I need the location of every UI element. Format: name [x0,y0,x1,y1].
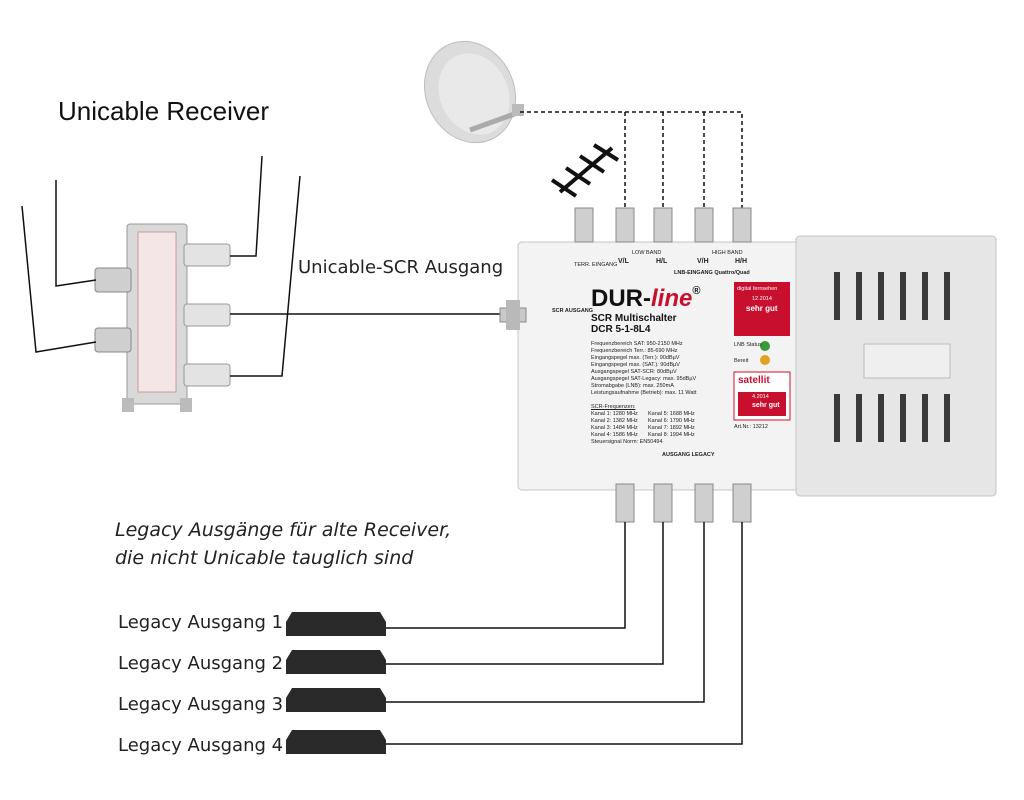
brand-logo: DUR-line® [591,285,700,313]
legacy-output-3-label: Legacy Ausgang 3 [118,694,284,715]
dish-feed-cables [520,111,743,208]
badge2-title: satellit [738,375,770,386]
legacy-note-line1: Legacy Ausgänge für alte Receiver, [115,519,452,541]
article-number: Art.Nr.: 13212 [734,424,768,430]
badge2-date: 4.2014 [752,394,769,400]
legacy-output-4-label: Legacy Ausgang 4 [118,735,284,756]
badge1-title: digital fernsehen [737,286,778,292]
channel-5: Kanal 5: 1688 MHz [648,411,695,417]
legacy-note: Legacy Ausgänge für alte Receiver, die n… [115,516,451,572]
spec-row-2: Eingangspegel max. (Terr.): 90dBµV [591,355,680,361]
spec-row-0: Frequenzbereich SAT: 950-2150 MHz [591,341,683,347]
brand-line: line [651,285,693,312]
brand-dur: DUR- [591,285,651,312]
terrestrial-antenna-icon [550,143,620,198]
band-high: HIGH BAND [712,250,743,256]
badge-digital-fernsehen [734,282,790,336]
scr-port-label: SCR AUSGANG [552,308,594,314]
scr-freq-title: SCR-Frequenzen: [591,404,636,410]
input-terr: TERR. EINGANG [574,262,618,268]
channel-6: Kanal 6: 1790 MHz [648,418,695,424]
channel-3: Kanal 3: 1484 MHz [591,425,638,431]
spec-row-1: Frequenzbereich Terr.: 85-690 MHz [591,348,678,354]
satellite-dish-icon [423,40,524,144]
input-hh: H/H [735,258,748,265]
band-low: LOW BAND [632,250,662,256]
model-line2: DCR 5-1-8L4 [591,324,651,335]
badge1-date: 12.2014 [752,296,772,302]
spec-row-6: Stromabgabe (LNB): max. 250mA [591,383,674,389]
badge1-rating: sehr gut [746,304,778,313]
spec-row-4: Ausgangspegel SAT-SCR: 80dBµV [591,369,677,375]
spec-row-5: Ausgangspegel SAT-Legacy: max. 95dBµV [591,376,697,382]
output-connectors [615,483,752,523]
input-hl: H/L [656,258,668,265]
receiver-cables [21,155,301,377]
badge2-rating: sehr gut [752,402,780,409]
status-ready: Bereit [734,358,749,364]
legacy-cables [380,522,743,745]
brand-reg: ® [692,285,701,297]
legacy-output-1-label: Legacy Ausgang 1 [118,612,284,633]
multiswitch-body [499,235,997,497]
splitter-icon [94,223,231,412]
spec-row-3: Eingangspegel max. (SAT.): 90dBµV [591,362,680,368]
channel-8: Kanal 8: 1994 MHz [648,432,695,438]
legacy-output-label: AUSGANG LEGACY [662,452,715,458]
legacy-note-line2: die nicht Unicable tauglich sind [115,547,414,569]
control-norm: Steuersignal Norm: EN50494 [591,439,663,445]
scr-output-label: Unicable-SCR Ausgang [298,257,504,278]
channel-2: Kanal 2: 1382 MHz [591,418,638,424]
channel-7: Kanal 7: 1892 MHz [648,425,695,431]
status-lnb: LNB Status [734,342,762,348]
input-vl: V/L [618,258,629,265]
channel-1: Kanal 1: 1280 MHz [591,411,638,417]
spec-row-7: Leistungsaufnahme (Betrieb): max. 11 Wat… [591,390,697,396]
legacy-output-2-label: Legacy Ausgang 2 [118,653,284,674]
set-top-box-icon [286,612,386,754]
input-connectors [574,207,752,243]
channel-4: Kanal 4: 1586 MHz [591,432,638,438]
input-vh: V/H [697,258,709,265]
page-title: Unicable Receiver [58,96,269,126]
ready-led [760,355,770,365]
model-line1: SCR Multischalter [591,313,677,324]
lnb-status-led [760,341,770,351]
lnb-input-label: LNB-EINGANG Quattro/Quad [674,270,750,276]
